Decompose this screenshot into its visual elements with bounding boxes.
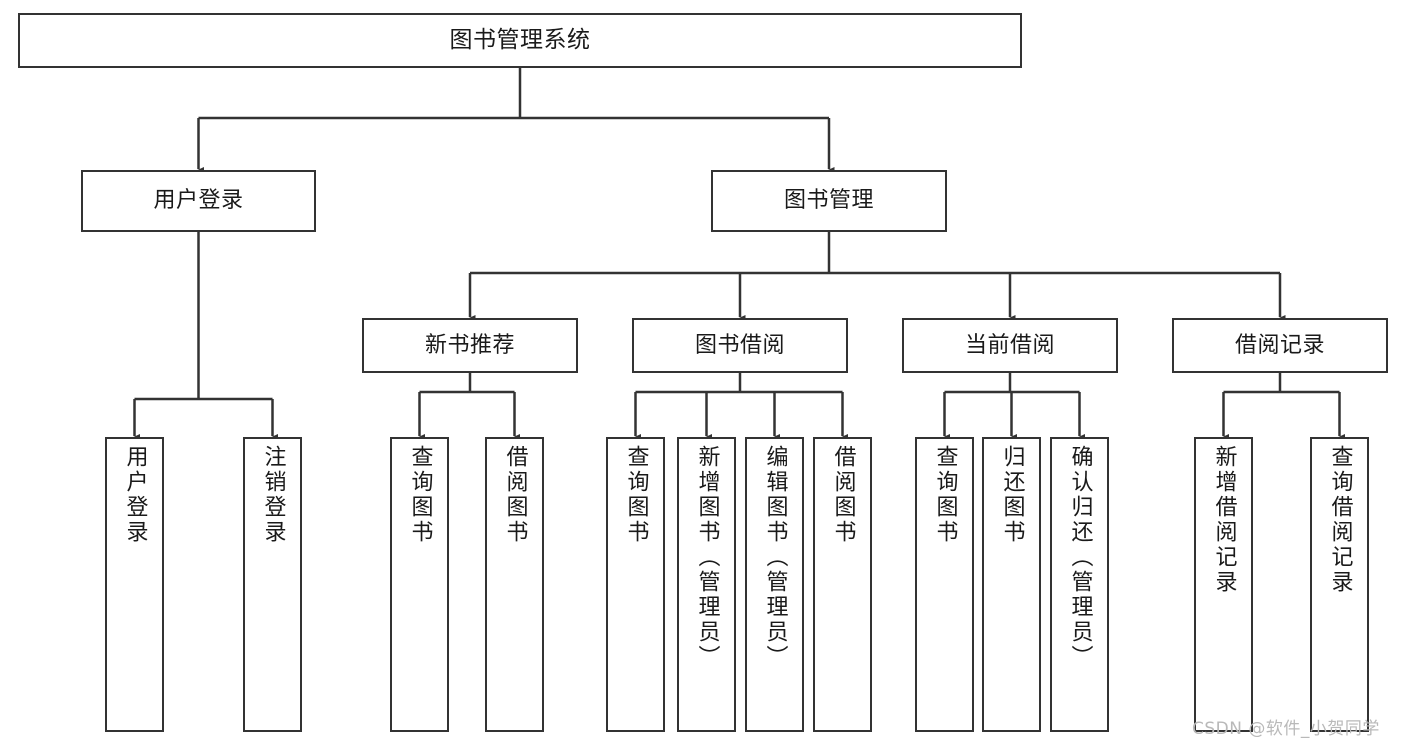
node-label-leaf-query-book-1: 查询图书 [407, 445, 433, 545]
node-label-leaf-edit-book: 编辑图书（管理员） [762, 445, 788, 670]
node-label-current-borrow: 当前借阅 [964, 332, 1055, 358]
node-label-root: 图书管理系统 [449, 26, 591, 53]
node-label-leaf-user-login: 用户登录 [122, 445, 148, 545]
node-new-book-rec[interactable]: 新书推荐 [362, 318, 578, 373]
edge-group [129, 68, 1345, 444]
node-label-new-book-rec: 新书推荐 [424, 332, 515, 358]
node-leaf-query-book-1[interactable]: 查询图书 [390, 437, 449, 732]
node-leaf-borrow-book-1[interactable]: 借阅图书 [485, 437, 544, 732]
node-leaf-query-book-3[interactable]: 查询图书 [915, 437, 974, 732]
node-book-borrow[interactable]: 图书借阅 [632, 318, 848, 373]
node-label-borrow-record: 借阅记录 [1234, 332, 1325, 358]
node-label-leaf-add-book: 新增图书（管理员） [694, 445, 720, 670]
node-leaf-add-book[interactable]: 新增图书（管理员） [677, 437, 736, 732]
node-current-borrow[interactable]: 当前借阅 [902, 318, 1118, 373]
node-root[interactable]: 图书管理系统 [18, 13, 1022, 68]
node-leaf-user-logout[interactable]: 注销登录 [243, 437, 302, 732]
node-label-leaf-return-book: 归还图书 [999, 445, 1025, 545]
node-label-leaf-query-book-2: 查询图书 [623, 445, 649, 545]
node-borrow-record[interactable]: 借阅记录 [1172, 318, 1388, 373]
node-leaf-confirm-return[interactable]: 确认归还（管理员） [1050, 437, 1109, 732]
node-label-book-borrow: 图书借阅 [694, 332, 785, 358]
node-label-book-manage: 图书管理 [783, 188, 874, 214]
node-leaf-return-book[interactable]: 归还图书 [982, 437, 1041, 732]
node-leaf-add-record[interactable]: 新增借阅记录 [1194, 437, 1253, 732]
node-user-login[interactable]: 用户登录 [81, 170, 316, 232]
node-label-leaf-borrow-book-2: 借阅图书 [830, 445, 856, 545]
watermark-text: CSDN @软件_小贺同学 [1192, 719, 1380, 739]
node-label-leaf-query-record: 查询借阅记录 [1327, 445, 1353, 595]
node-leaf-borrow-book-2[interactable]: 借阅图书 [813, 437, 872, 732]
node-label-leaf-borrow-book-1: 借阅图书 [502, 445, 528, 545]
node-label-leaf-user-logout: 注销登录 [260, 445, 286, 545]
node-book-manage[interactable]: 图书管理 [711, 170, 947, 232]
node-label-leaf-query-book-3: 查询图书 [932, 445, 958, 545]
node-leaf-query-record[interactable]: 查询借阅记录 [1310, 437, 1369, 732]
node-leaf-edit-book[interactable]: 编辑图书（管理员） [745, 437, 804, 732]
node-label-user-login: 用户登录 [153, 188, 244, 214]
node-leaf-query-book-2[interactable]: 查询图书 [606, 437, 665, 732]
node-leaf-user-login[interactable]: 用户登录 [105, 437, 164, 732]
node-label-leaf-add-record: 新增借阅记录 [1211, 445, 1237, 595]
node-label-leaf-confirm-return: 确认归还（管理员） [1067, 445, 1093, 670]
